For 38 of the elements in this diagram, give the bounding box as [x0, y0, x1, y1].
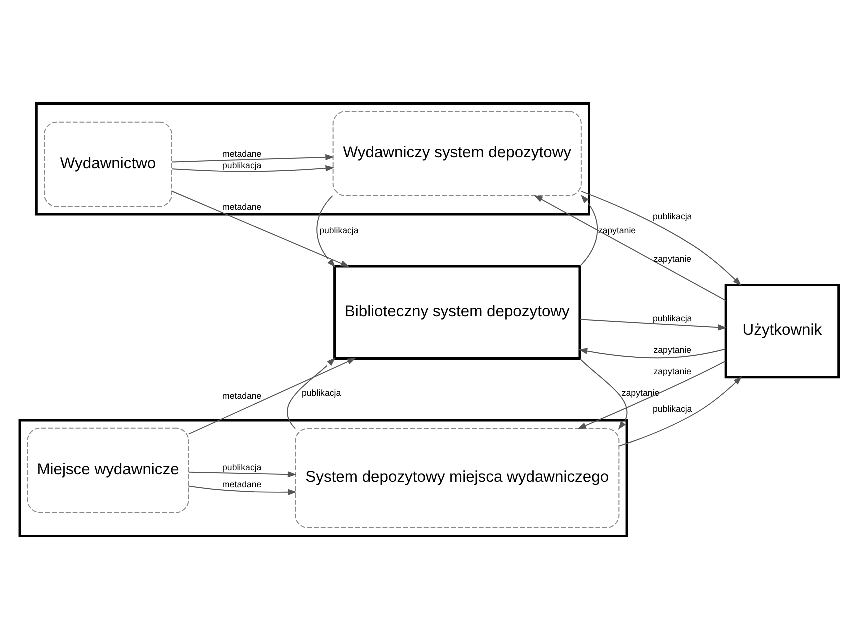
arrow [534, 195, 727, 302]
arrow [172, 165, 335, 172]
arrow [188, 486, 297, 496]
arrow [579, 194, 598, 268]
arrow [579, 358, 628, 430]
arrow [581, 191, 742, 286]
arrow [172, 154, 334, 163]
arrow [578, 360, 726, 430]
edge-label: publikacja [653, 212, 692, 222]
edge-label: zapytanie [654, 254, 692, 264]
node-box: Wydawniczy system depozytowy [332, 111, 582, 196]
edge-label: metadane [222, 391, 262, 402]
edge-label: metadane [222, 479, 262, 490]
edge-label: publikacja [653, 314, 692, 324]
node-box: Wydawnictwo [44, 122, 172, 208]
edge-label: publikacja [222, 160, 262, 171]
edge-label: publikacja [653, 404, 692, 414]
edge-label: metadane [222, 202, 262, 212]
arrow [580, 319, 728, 331]
edge-label: publikacja [222, 462, 262, 473]
node-box: System depozytowy miejsca wydawniczego [295, 428, 620, 528]
edge-label: zapytanie [598, 225, 636, 236]
edge-label: zapytanie [622, 388, 660, 398]
arrow [172, 190, 350, 268]
edge-label: publikacja [302, 388, 342, 398]
edge-label: zapytanie [654, 366, 692, 377]
edge-label: metadane [222, 148, 262, 159]
node-box: Użytkownik [724, 284, 840, 379]
arrow [578, 348, 726, 359]
edge-label: zapytanie [654, 345, 692, 356]
edge-label: publikacja [320, 225, 359, 236]
arrow [286, 358, 336, 430]
node-box: Biblioteczny system depozytowy [334, 265, 582, 360]
arrow [316, 195, 336, 268]
arrow [188, 358, 356, 435]
arrow [618, 376, 742, 447]
node-box: Miejsce wydawnicze [27, 428, 190, 514]
arrow [188, 471, 297, 478]
